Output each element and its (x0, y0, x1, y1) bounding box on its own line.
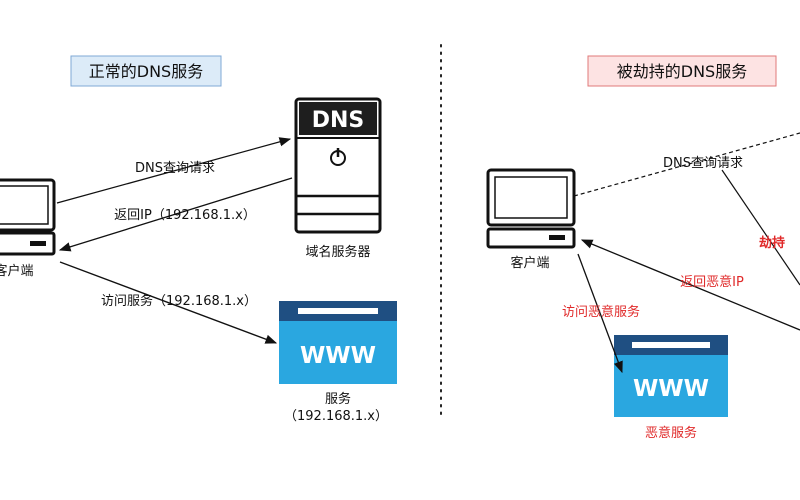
left-www-service-icon (279, 301, 397, 384)
left-title: 正常的DNS服务 (89, 62, 203, 81)
right-www-text: WWW (633, 376, 709, 402)
left-return-arrow (58, 177, 293, 252)
right-title-box (587, 55, 777, 87)
right-hijack-line (721, 169, 800, 286)
right-visit-arrow (577, 253, 623, 374)
right-panel: 被劫持的DNS服务 客户端 WWW 恶意服务 DNS查询请求 劫持 返回恶意IP… (486, 55, 800, 441)
right-return-arrow (580, 239, 800, 331)
left-client-label: 客户端 (0, 263, 34, 279)
dns-server-icon (294, 97, 382, 234)
right-visit-label: 访问恶意服务 (562, 304, 640, 320)
left-query-arrow (56, 137, 292, 204)
left-service-ip: （192.168.1.x） (284, 409, 388, 424)
left-visit-arrow (59, 261, 278, 344)
left-panel: 正常的DNS服务 客户端 DNS 域名服务器 WWW 服务 (0, 55, 397, 424)
left-service-label: 服务 (325, 391, 351, 407)
dns-server-text: DNS (312, 108, 365, 133)
right-title: 被劫持的DNS服务 (617, 62, 747, 81)
left-visit-label: 访问服务（192.168.1.x） (101, 293, 257, 309)
left-query-label: DNS查询请求 (135, 161, 215, 176)
left-title-box (70, 55, 222, 87)
left-www-text: WWW (300, 343, 376, 369)
right-return-label: 返回恶意IP (680, 274, 744, 290)
dns-server-label: 域名服务器 (305, 244, 370, 260)
left-return-label: 返回IP（192.168.1.x） (114, 208, 256, 223)
left-client-computer-icon (0, 178, 56, 256)
right-service-label: 恶意服务 (645, 425, 697, 441)
right-client-computer-icon (486, 168, 576, 249)
right-client-label: 客户端 (510, 255, 549, 271)
right-hijack-label: 劫持 (759, 235, 785, 251)
right-www-service-icon (614, 335, 728, 417)
right-query-label: DNS查询请求 (663, 156, 743, 171)
